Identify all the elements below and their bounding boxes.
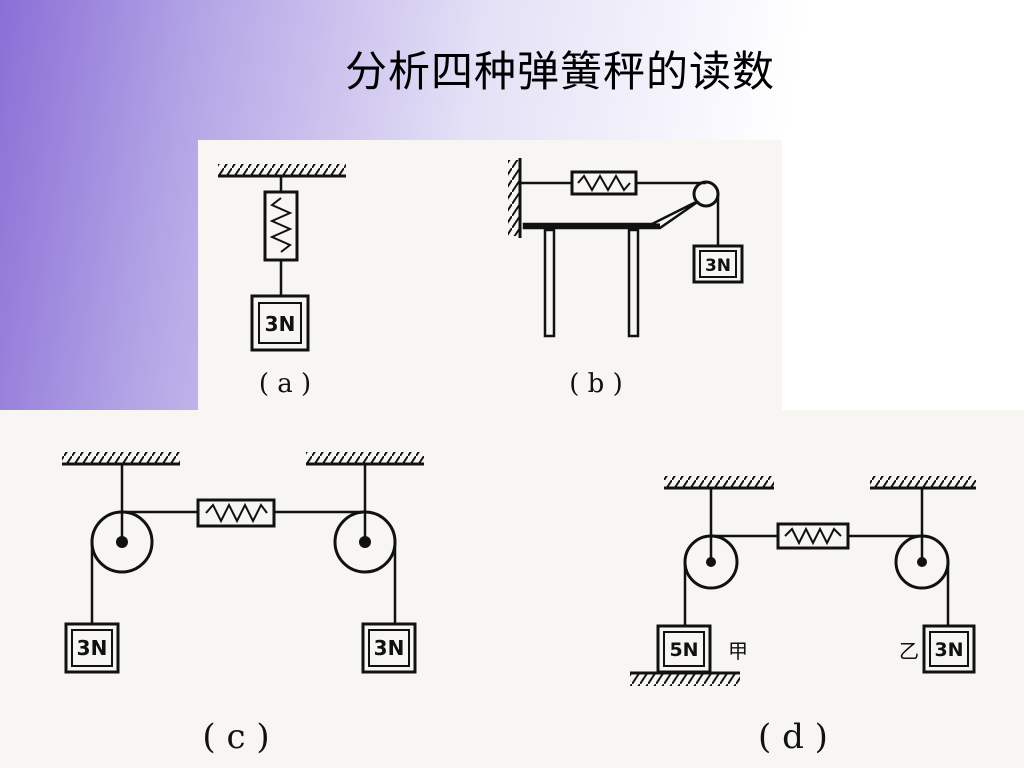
wall-hatch <box>508 160 520 236</box>
ceiling-hatch-left-c <box>62 452 180 464</box>
ceiling-hatch <box>218 164 346 176</box>
tag-right-d: 乙 <box>899 639 919 663</box>
slide-title: 分析四种弹簧秤的读数 <box>344 47 775 96</box>
caption-c: ( c ) <box>202 717 269 757</box>
weight-label-left-d: 5N <box>669 639 698 661</box>
weight-block-a <box>250 294 310 352</box>
caption-a: ( a ) <box>259 369 311 399</box>
weight-label-right-c: 3N <box>374 636 405 660</box>
ground-hatch-d <box>630 674 740 686</box>
diagram-b: 3N ( b ) <box>508 158 744 399</box>
weight-block-right-d <box>922 624 976 674</box>
diagram-d: 5N 甲 3N 乙 ( d ) <box>630 476 976 757</box>
diagram-a: 3N ( a ) <box>218 164 346 399</box>
diagram-panel-top <box>198 140 782 416</box>
weight-block-right-c <box>361 622 417 674</box>
ceiling-hatch-right-c <box>306 452 424 464</box>
spring-coil-c <box>205 502 268 524</box>
weight-block-left-c <box>64 622 120 674</box>
weight-block-b <box>692 244 744 284</box>
ceiling-hatch-right-d <box>870 476 976 488</box>
caption-b: ( b ) <box>569 369 622 399</box>
table-leg-left <box>543 228 556 338</box>
ceiling-hatch-left-d <box>664 476 774 488</box>
weight-label-right-d: 3N <box>934 639 963 661</box>
spring-coil-b <box>577 173 631 193</box>
spring-coil-d <box>784 526 842 546</box>
caption-d: ( d ) <box>758 717 828 757</box>
spring-scale-d <box>776 522 850 550</box>
diagram-c: 3N 3N ( c ) <box>62 452 424 757</box>
weight-label-left-c: 3N <box>77 636 108 660</box>
spring-coil-a <box>269 197 293 253</box>
weight-label-a: 3N <box>265 312 296 336</box>
table-leg-right <box>627 228 640 338</box>
tag-left-d: 甲 <box>728 639 748 663</box>
diagram-panel-bottom <box>0 410 1024 768</box>
spring-scale-c <box>196 498 276 528</box>
weight-label-b: 3N <box>705 256 731 276</box>
